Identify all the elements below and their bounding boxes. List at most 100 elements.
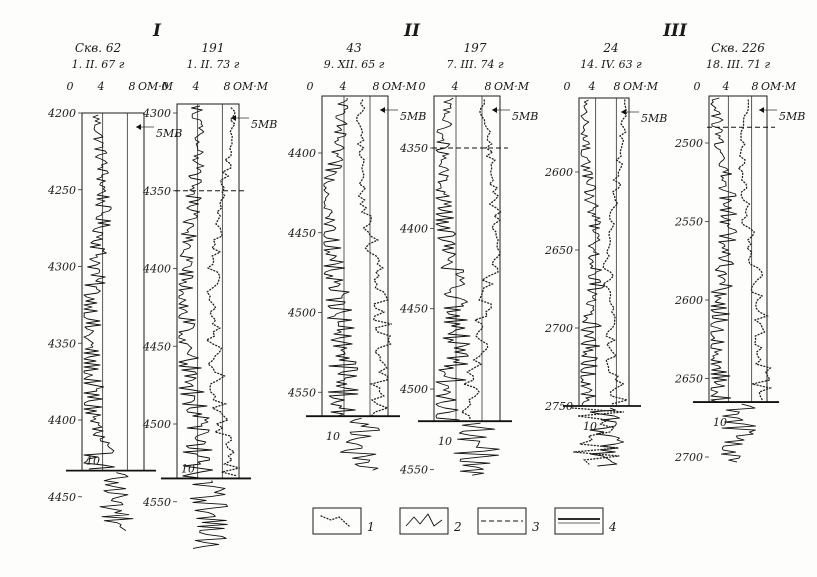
scale-tick-0: 0	[419, 80, 426, 93]
scale-tick-4: 4	[339, 80, 347, 93]
log-date: 7. III. 74 г	[446, 58, 504, 71]
mv-scale-label: 5МВ	[641, 112, 667, 125]
resistivity-curve	[178, 105, 214, 479]
scale-unit: ОМ·М	[494, 80, 530, 93]
log-date: 1. II. 67 г	[72, 58, 125, 71]
scale-tick-8: 8	[224, 80, 231, 93]
scale-unit: ОМ·М	[382, 80, 418, 93]
well-name: Скв. 62	[75, 41, 121, 55]
mv-arrow-head	[380, 107, 385, 113]
below-contact-resistivity-curve	[720, 403, 757, 463]
depth-label-2700: 2700	[674, 451, 703, 464]
mv-scale-label: 5МВ	[400, 110, 426, 123]
scale-tick-4: 4	[722, 80, 730, 93]
track-frame	[81, 112, 145, 472]
below-contact-resistivity-curve	[99, 472, 134, 532]
legend-item-4: 4	[554, 507, 617, 535]
resistivity-curve	[710, 97, 738, 403]
below-contact-resistivity-curve	[453, 422, 500, 476]
legend-swatch-box	[399, 507, 449, 535]
depth-label-4450: 4450	[399, 303, 428, 316]
scale-ten-label: 10	[713, 416, 727, 429]
depth-label-2600: 2600	[674, 294, 703, 307]
mv-scale-label: 5МВ	[779, 110, 805, 123]
legend-swatch-box	[312, 507, 362, 535]
legend-swatch-box	[477, 507, 527, 535]
group-numeral-3: III	[662, 21, 688, 41]
depth-label-2650: 2650	[544, 244, 573, 257]
scale-tick-4: 4	[588, 80, 596, 93]
scale-ten-label: 10	[181, 462, 195, 475]
legend-item-2: 2	[399, 507, 462, 535]
sp-curve	[460, 99, 502, 421]
depth-label-4300: 4300	[47, 261, 76, 274]
mv-arrow-head	[492, 107, 497, 113]
depth-label-4500: 4500	[287, 307, 316, 320]
legend-number: 2	[453, 520, 462, 534]
legend-item-1: 1	[312, 507, 375, 535]
scale-ten-label: 10	[326, 430, 340, 443]
scale-tick-4: 4	[192, 80, 200, 93]
sp-curve	[601, 99, 628, 405]
resistivity-curve	[580, 99, 606, 407]
scale-tick-0: 0	[694, 80, 701, 93]
well-name: 24	[602, 41, 618, 55]
depth-label-4450: 4450	[142, 340, 171, 353]
mv-scale-label: 5МВ	[156, 127, 182, 140]
mv-arrow-head	[759, 107, 764, 113]
depth-label-4300: 4300	[142, 107, 171, 120]
legend-number: 4	[608, 520, 617, 534]
depth-label-4400: 4400	[142, 263, 171, 276]
log-date: 9. XII. 65 г	[324, 58, 385, 71]
depth-label-4550: 4550	[287, 386, 316, 399]
scale-unit: ОМ·М	[761, 80, 797, 93]
scale-tick-4: 4	[97, 80, 105, 93]
depth-label-4250: 4250	[47, 184, 76, 197]
depth-label-2500: 2500	[674, 137, 703, 150]
scale-tick-0: 0	[307, 80, 314, 93]
scale-tick-8: 8	[614, 80, 621, 93]
legend-swatch-box	[554, 507, 604, 535]
resistivity-curve	[435, 97, 471, 421]
well-name: Скв. 226	[711, 41, 765, 55]
scale-tick-0: 0	[564, 80, 571, 93]
depth-label-4500: 4500	[142, 418, 171, 431]
scale-tick-8: 8	[752, 80, 759, 93]
well-name: 197	[464, 41, 487, 55]
depth-label-2650: 2650	[674, 373, 703, 386]
sp-curve	[737, 99, 773, 401]
depth-label-2700: 2700	[544, 322, 573, 335]
scale-tick-0: 0	[67, 80, 74, 93]
depth-label-4200: 4200	[47, 107, 76, 120]
scale-unit: ОМ·М	[138, 80, 174, 93]
log-date: 1. II. 73 г	[187, 58, 240, 71]
scale-ten-label: 10	[583, 420, 597, 433]
below-contact-sp-curve	[571, 407, 624, 465]
legend-item-3: 3	[477, 507, 540, 535]
depth-label-2600: 2600	[544, 166, 573, 179]
mv-arrow-head	[621, 109, 626, 115]
log-date: 18. III. 71 г	[706, 58, 771, 71]
scale-ten-label: 10	[86, 455, 100, 468]
depth-label-2750: 2750	[544, 400, 573, 413]
mv-scale-label: 5МВ	[251, 118, 277, 131]
scale-unit: ОМ·М	[623, 80, 659, 93]
group-numeral-1: I	[152, 21, 162, 41]
legend-number: 1	[367, 520, 375, 534]
sp-curve	[355, 99, 392, 417]
scale-tick-8: 8	[485, 80, 492, 93]
scale-ten-label: 10	[438, 435, 452, 448]
legend-number: 3	[532, 520, 540, 534]
depth-label-4350: 4350	[399, 142, 428, 155]
depth-label-4400: 4400	[287, 147, 316, 160]
depth-label-4400: 4400	[399, 222, 428, 235]
mv-arrow-head	[231, 115, 236, 121]
well-name: 191	[202, 41, 225, 55]
depth-label-4450: 4450	[287, 227, 316, 240]
below-contact-resistivity-curve	[340, 417, 381, 471]
